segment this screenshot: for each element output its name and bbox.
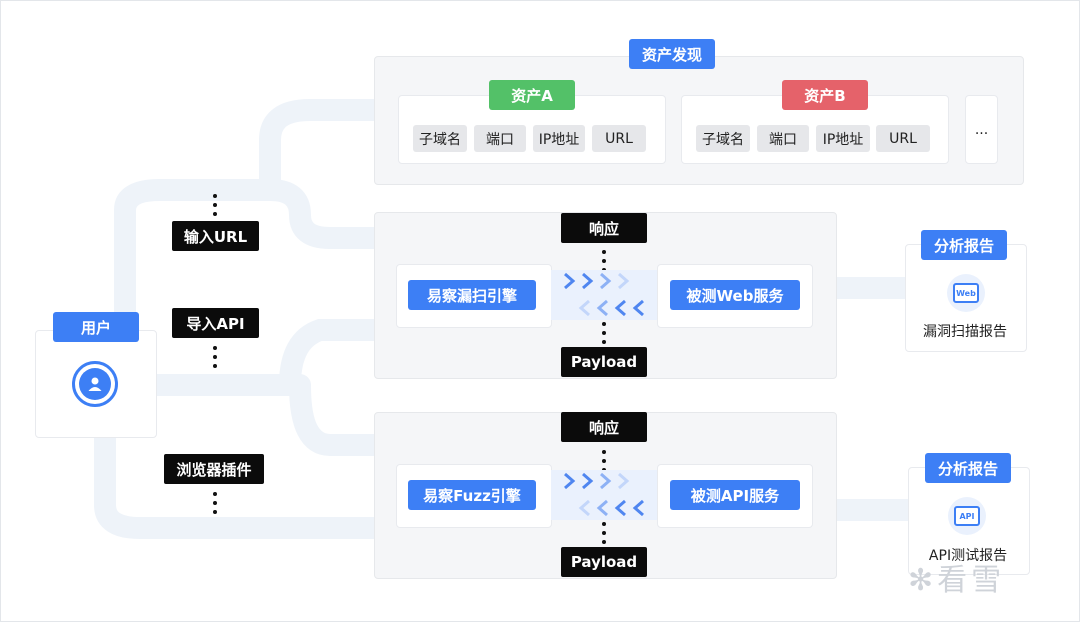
- asset-a-chip: 子域名: [413, 125, 467, 152]
- input-api-tag: 导入API: [172, 308, 259, 338]
- scan-report-title: 分析报告: [921, 230, 1007, 260]
- fuzz-dots-bottom: [602, 522, 606, 549]
- asset-a-chip: 端口: [474, 125, 526, 152]
- scan-report-label: 漏洞扫描报告: [923, 324, 1007, 340]
- scan-forward-arrows: [564, 272, 630, 290]
- fuzz-target-label: 被测API服务: [670, 480, 800, 510]
- asset-b-title: 资产B: [782, 80, 868, 110]
- fuzz-engine-label: 易察Fuzz引擎: [408, 480, 536, 510]
- scan-response-tag: 响应: [561, 213, 647, 243]
- fuzz-payload-tag: Payload: [561, 547, 647, 577]
- asset-discovery-title: 资产发现: [629, 39, 715, 69]
- asset-b-chip: 端口: [757, 125, 809, 152]
- api-report-icon: API: [948, 497, 986, 535]
- api-report-icon-text: API: [959, 511, 975, 521]
- asset-b-chip: URL: [876, 125, 930, 152]
- dots-plugin-bottom: [213, 492, 217, 519]
- asset-b-chip: 子域名: [696, 125, 750, 152]
- dots-api-bottom: [213, 346, 217, 373]
- asset-a-chip: URL: [592, 125, 646, 152]
- fuzz-back-arrows: [578, 499, 644, 517]
- watermark-logo-icon: ✻: [908, 563, 938, 598]
- connector-url: [149, 179, 389, 249]
- user-icon: [72, 361, 118, 407]
- connector-api: [144, 319, 389, 396]
- input-url-tag: 输入URL: [172, 221, 259, 251]
- connector-plugin: [94, 419, 389, 539]
- asset-a-chip: IP地址: [533, 125, 585, 152]
- scan-dots-bottom: [602, 322, 606, 349]
- asset-more-card: ...: [965, 95, 998, 164]
- scan-engine-label: 易察漏扫引擎: [408, 280, 536, 310]
- input-plugin-tag: 浏览器插件: [164, 454, 264, 484]
- connector-lower-mid: [289, 374, 389, 456]
- asset-b-chip: IP地址: [816, 125, 870, 152]
- user-title: 用户: [53, 312, 139, 342]
- asset-more-text: ...: [974, 121, 989, 138]
- asset-a-title: 资产A: [489, 80, 575, 110]
- watermark-text: 看雪: [937, 563, 1006, 598]
- web-report-icon-text: Web: [956, 288, 976, 298]
- watermark: ✻看雪: [908, 555, 1005, 599]
- api-report-title: 分析报告: [925, 453, 1011, 483]
- fuzz-response-tag: 响应: [561, 412, 647, 442]
- connector-upper: [114, 99, 389, 341]
- scan-payload-tag: Payload: [561, 347, 647, 377]
- scan-back-arrows: [578, 299, 644, 317]
- dots-url-top: [213, 194, 217, 221]
- web-report-icon: Web: [947, 274, 985, 312]
- scan-target-label: 被测Web服务: [670, 280, 800, 310]
- api-report-label: API测试报告: [928, 548, 1008, 564]
- fuzz-forward-arrows: [564, 472, 630, 490]
